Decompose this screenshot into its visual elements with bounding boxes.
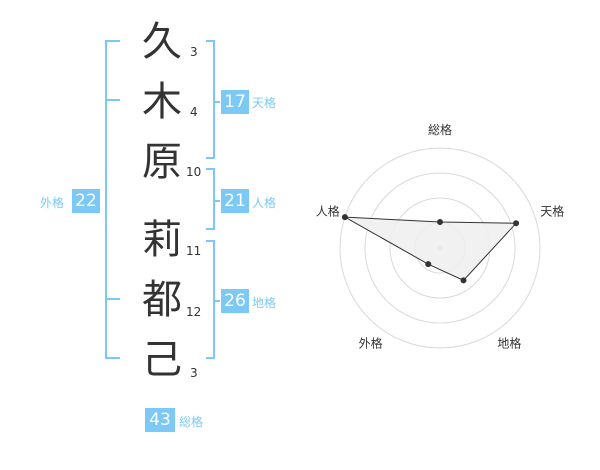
name-char-1: 久: [142, 19, 182, 65]
radar-grid: [339, 147, 541, 349]
radar-area: [344, 216, 518, 281]
name-char-6: 己: [142, 337, 182, 383]
radar-ring-4: [339, 147, 541, 349]
name-char-5: 都: [142, 277, 182, 323]
name-char-3: 原: [142, 139, 182, 185]
stroke-count-5: 12: [186, 305, 202, 319]
chikaku-badge: 26: [221, 289, 249, 313]
jinkaku-badge: 21: [221, 189, 249, 213]
radar-point-4: [341, 214, 348, 221]
tenkaku-badge: 17: [221, 90, 249, 114]
soukaku-label: 総格: [179, 415, 204, 429]
radar-label-3: 外格: [359, 335, 383, 350]
name-char-4: 莉: [142, 217, 182, 263]
gaikaku-label: 外格: [40, 196, 65, 210]
radar-ring-3: [364, 172, 516, 324]
radar-point-2: [460, 277, 467, 284]
radar-point-0: [437, 219, 443, 225]
stroke-count-3: 10: [186, 165, 202, 179]
soukaku-badge: 43: [145, 408, 175, 432]
stroke-count-2: 4: [190, 105, 198, 119]
stroke-count-4: 11: [186, 244, 202, 258]
gaikaku-badge: 22: [72, 189, 100, 213]
radar-point-1: [513, 220, 520, 227]
stroke-count-1: 3: [190, 45, 198, 59]
radar-point-3: [425, 261, 432, 268]
name-char-2: 木: [142, 79, 182, 125]
radar-label-0: 総格: [428, 122, 452, 137]
radar-label-2: 地格: [497, 335, 521, 350]
tenkaku-label: 天格: [252, 96, 277, 110]
radar-label-1: 天格: [540, 204, 564, 219]
chikaku-label: 地格: [252, 296, 277, 310]
jinkaku-label: 人格: [252, 196, 277, 210]
radar-label-4: 人格: [316, 204, 340, 219]
radar-points: [341, 214, 520, 284]
stroke-count-6: 3: [190, 366, 198, 380]
